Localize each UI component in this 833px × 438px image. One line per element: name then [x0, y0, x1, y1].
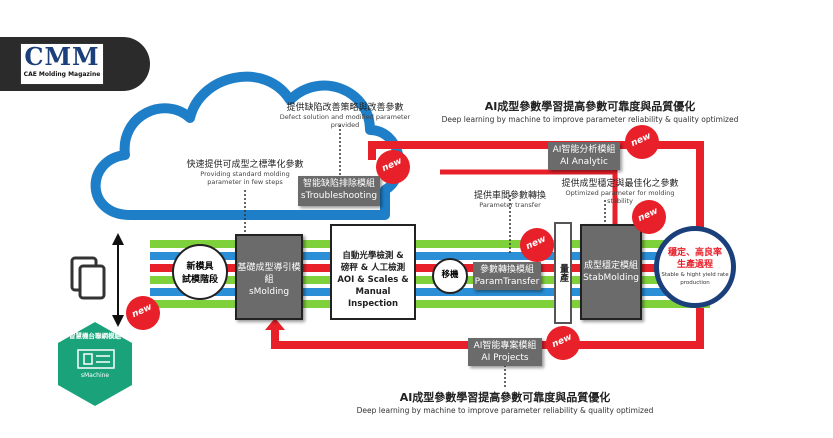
- band-blue-mid: [150, 288, 710, 296]
- callout-transfer: 提供車間參數轉換 Parameter transfer: [473, 191, 546, 209]
- module-paramtransfer: 參數轉換模組 ParamTransfer: [473, 262, 541, 290]
- module-smachine-label: 智慧機台聯網模組: [69, 332, 121, 340]
- module-smachine-en: sMachine: [80, 372, 110, 379]
- band-green-bot: [150, 300, 710, 308]
- callout-standard: 快速提供可成型之標準化參數 Providing standard molding…: [186, 160, 304, 186]
- band-green-mid: [150, 276, 710, 284]
- module-projects: AI智能專案模組 AI Projects: [468, 338, 542, 366]
- top-heading: AI成型參數學習提高參數可靠度與品質優化: [484, 100, 696, 113]
- band-green-top: [150, 240, 710, 248]
- stage-move: 移機: [432, 258, 468, 294]
- module-stabmolding: 成型穩定模組 StabMolding: [580, 224, 642, 320]
- red-arrow-head: [265, 318, 285, 330]
- module-smolding: 基礎成型導引模組 sMolding: [235, 234, 303, 320]
- band-blue-top: [150, 252, 710, 260]
- documents-icon: [70, 256, 106, 300]
- module-aoi: 自動光學檢測 & 磅秤 & 人工檢測 AOI & Scales & Manual…: [330, 224, 416, 320]
- module-analytic: AI智能分析模組 AI Analytic: [548, 142, 620, 170]
- stage-new-mold: 新模具 試模階段: [172, 244, 228, 300]
- logo-subtitle: CAE Molding Magazine: [23, 71, 101, 78]
- machine-icon: [77, 349, 115, 369]
- bottom-subheading: Deep learning by machine to improve para…: [356, 406, 654, 415]
- smachine-hexagon: [58, 322, 132, 406]
- band-red-top: [150, 264, 710, 272]
- callout-stable: 提供成型穩定與最佳化之參數 Optimized parameter for mo…: [561, 179, 679, 205]
- bottom-heading: AI成型參數學習提高參數可靠度與品質優化: [399, 391, 611, 404]
- red-loop-top-inner: [440, 169, 618, 245]
- module-troubleshooting: 智能缺陷排除模組 sTroubleshooting: [298, 176, 380, 206]
- stage-mass: 量產: [554, 222, 572, 324]
- callout-defect: 提供缺陷改善策略與改善參數 Defect solution and modifi…: [279, 103, 411, 129]
- stage-goal: 穩定、高良率 生產過程 Stable & hight yield rate pr…: [654, 226, 736, 308]
- cmm-logo: CMM CAE Molding Magazine: [20, 43, 104, 85]
- logo-text: CMM: [24, 42, 100, 71]
- top-subheading: Deep learning by machine to improve para…: [441, 115, 739, 124]
- red-loop-top: [368, 141, 704, 250]
